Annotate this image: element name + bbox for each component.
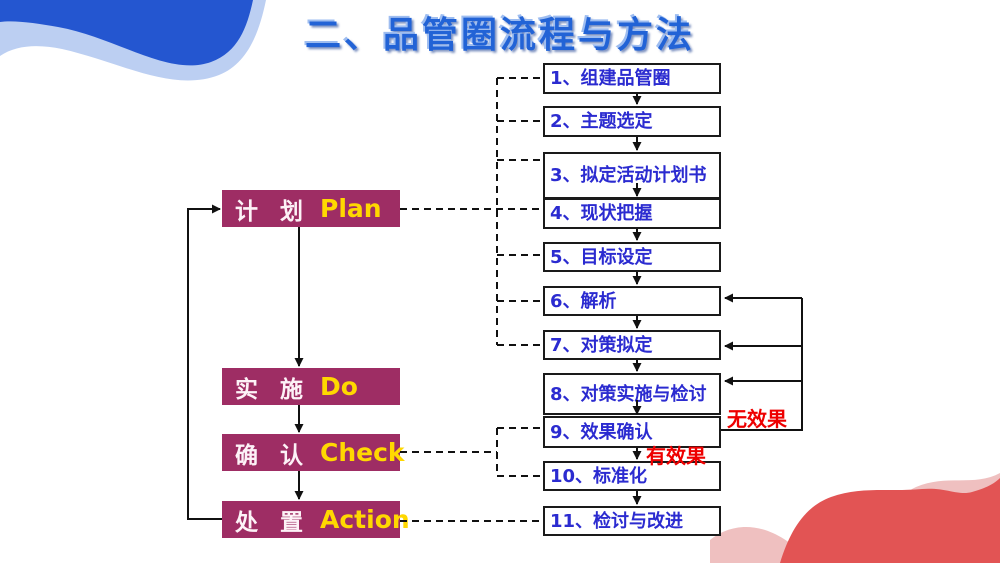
- step-box-6: 6、解析: [543, 286, 721, 316]
- pdca-box-do: 实 施 Do: [222, 368, 400, 405]
- no-effect-label: 无效果: [727, 407, 787, 431]
- pdca-box-action: 处 置 Action: [222, 501, 410, 538]
- step-box-4: 4、现状把握: [543, 198, 721, 229]
- step-box-11: 11、检讨与改进: [543, 506, 721, 536]
- step-box-10: 10、标准化: [543, 461, 721, 491]
- step-8-label: 8、对策实施与检讨: [550, 383, 707, 405]
- step-9-label: 9、效果确认: [550, 421, 653, 443]
- step-2-label: 2、主题选定: [550, 111, 653, 132]
- step-box-7: 7、对策拟定: [543, 330, 721, 360]
- pdca-do-cn-label: 实 施: [235, 376, 311, 403]
- step-5-label: 5、目标设定: [550, 246, 653, 268]
- step-6-label: 6、解析: [550, 290, 617, 312]
- pdca-do-en-label: Do: [320, 372, 358, 401]
- bottom-right-wave-decoration: [710, 473, 1000, 563]
- step-box-3: 3、拟定活动计划书: [543, 152, 721, 199]
- pdca-action-en-label: Action: [320, 505, 410, 534]
- step-4-label: 4、现状把握: [550, 203, 653, 224]
- pdca-box-check: 确 认 Check: [222, 434, 405, 471]
- step-box-9: 9、效果确认: [543, 416, 721, 448]
- pdca-plan-en-label: Plan: [320, 194, 382, 223]
- step-box-1: 1、组建品管圈: [543, 63, 721, 94]
- pdca-check-en-label: Check: [320, 438, 405, 467]
- pdca-box-plan: 计 划 Plan: [222, 190, 400, 227]
- step-11-label: 11、检讨与改进: [550, 510, 684, 532]
- step-10-label: 10、标准化: [550, 465, 648, 487]
- effective-label: 有效果: [646, 444, 706, 468]
- step-box-5: 5、目标设定: [543, 242, 721, 272]
- step-7-label: 7、对策拟定: [550, 334, 653, 356]
- pdca-action-cn-label: 处 置: [235, 509, 311, 536]
- pdca-plan-cn-label: 计 划: [235, 198, 311, 225]
- slide-title: 二、品管圈流程与方法: [304, 15, 695, 56]
- step-3-label: 3、拟定活动计划书: [550, 165, 707, 186]
- step-box-2: 2、主题选定: [543, 106, 721, 137]
- step-box-8: 8、对策实施与检讨: [543, 373, 721, 415]
- step-1-label: 1、组建品管圈: [550, 68, 671, 89]
- pdca-check-cn-label: 确 认: [235, 442, 311, 469]
